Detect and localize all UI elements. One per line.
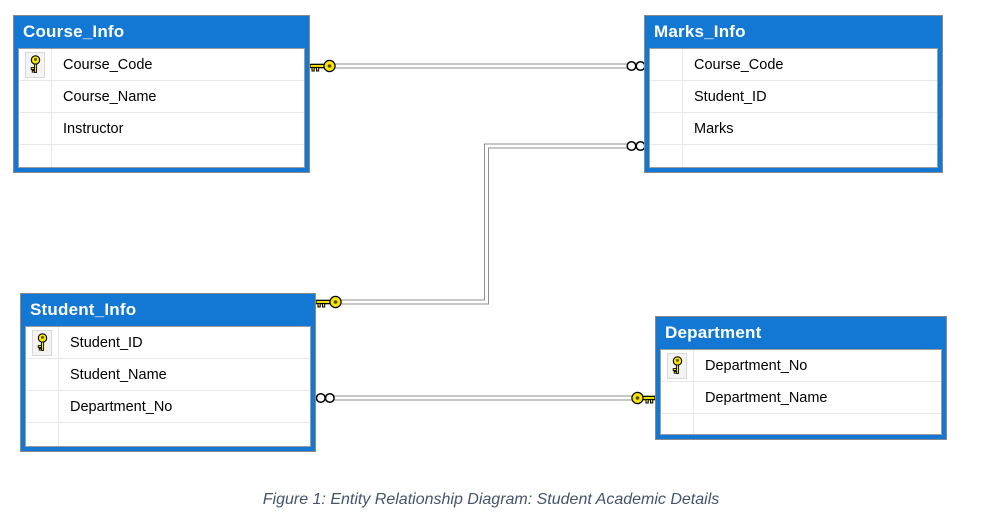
- column-name: Course_Code: [63, 56, 153, 73]
- column-name: Course_Name: [63, 88, 157, 105]
- table-department[interactable]: Department Department_No Department_Name: [655, 316, 947, 440]
- column-name: Instructor: [63, 120, 124, 137]
- column-row[interactable]: Student_Name: [26, 359, 310, 391]
- icon-column-divider: [51, 49, 52, 167]
- column-row[interactable]: Department_No: [26, 391, 310, 423]
- column-row[interactable]: Department_Name: [661, 382, 941, 414]
- column-name: Marks: [694, 120, 734, 137]
- column-row[interactable]: Student_ID: [26, 327, 310, 359]
- column-name: Student_Name: [70, 366, 167, 383]
- relationship-student-marks[interactable]: [315, 140, 646, 309]
- many-infinity-endpoint-icon: [315, 392, 335, 404]
- table-title: Marks_Info: [654, 22, 746, 41]
- many-infinity-endpoint-icon: [626, 140, 646, 152]
- column-name: Student_ID: [694, 88, 767, 105]
- many-infinity-endpoint-icon: [626, 60, 646, 72]
- relationship-student-department[interactable]: [315, 391, 656, 405]
- column-row[interactable]: Course_Code: [19, 49, 304, 81]
- column-row[interactable]: Course_Name: [19, 81, 304, 113]
- table-title: Student_Info: [30, 300, 137, 319]
- table-header[interactable]: Student_Info: [25, 294, 311, 326]
- column-row[interactable]: Marks: [650, 113, 937, 145]
- table-student-info[interactable]: Student_Info Student_ID Student_Name Dep…: [20, 293, 316, 452]
- figure-caption: Figure 1: Entity Relationship Diagram: S…: [262, 491, 720, 508]
- primary-key-icon: [32, 329, 52, 356]
- column-name: Department_No: [70, 398, 173, 415]
- column-name: Course_Code: [694, 56, 784, 73]
- table-columns: Course_Code Course_Name Instructor: [18, 48, 305, 168]
- one-key-endpoint-icon: [309, 59, 336, 73]
- table-header[interactable]: Department: [660, 317, 942, 349]
- table-title: Course_Info: [23, 22, 125, 41]
- one-key-endpoint-icon: [315, 295, 342, 309]
- primary-key-icon: [667, 352, 687, 379]
- column-name: Student_ID: [70, 334, 143, 351]
- table-header[interactable]: Course_Info: [18, 16, 305, 48]
- column-row[interactable]: Course_Code: [650, 49, 937, 81]
- column-row[interactable]: Student_ID: [650, 81, 937, 113]
- table-columns: Course_Code Student_ID Marks: [649, 48, 938, 168]
- column-name: Department_Name: [705, 389, 828, 406]
- primary-key-icon: [25, 51, 45, 78]
- column-name: Department_No: [705, 357, 808, 374]
- one-key-endpoint-icon: [631, 391, 656, 405]
- table-columns: Department_No Department_Name: [660, 349, 942, 435]
- icon-column-divider: [693, 350, 694, 434]
- relationship-course-marks[interactable]: [309, 59, 646, 73]
- table-marks-info[interactable]: Marks_Info Course_Code Student_ID Marks: [644, 15, 943, 173]
- table-course-info[interactable]: Course_Info Course_Code Course_Name Inst…: [13, 15, 310, 173]
- icon-column-divider: [682, 49, 683, 167]
- table-header[interactable]: Marks_Info: [649, 16, 938, 48]
- table-columns: Student_ID Student_Name Department_No: [25, 326, 311, 447]
- column-row[interactable]: Department_No: [661, 350, 941, 382]
- table-title: Department: [665, 323, 762, 342]
- icon-column-divider: [58, 327, 59, 446]
- column-row[interactable]: Instructor: [19, 113, 304, 145]
